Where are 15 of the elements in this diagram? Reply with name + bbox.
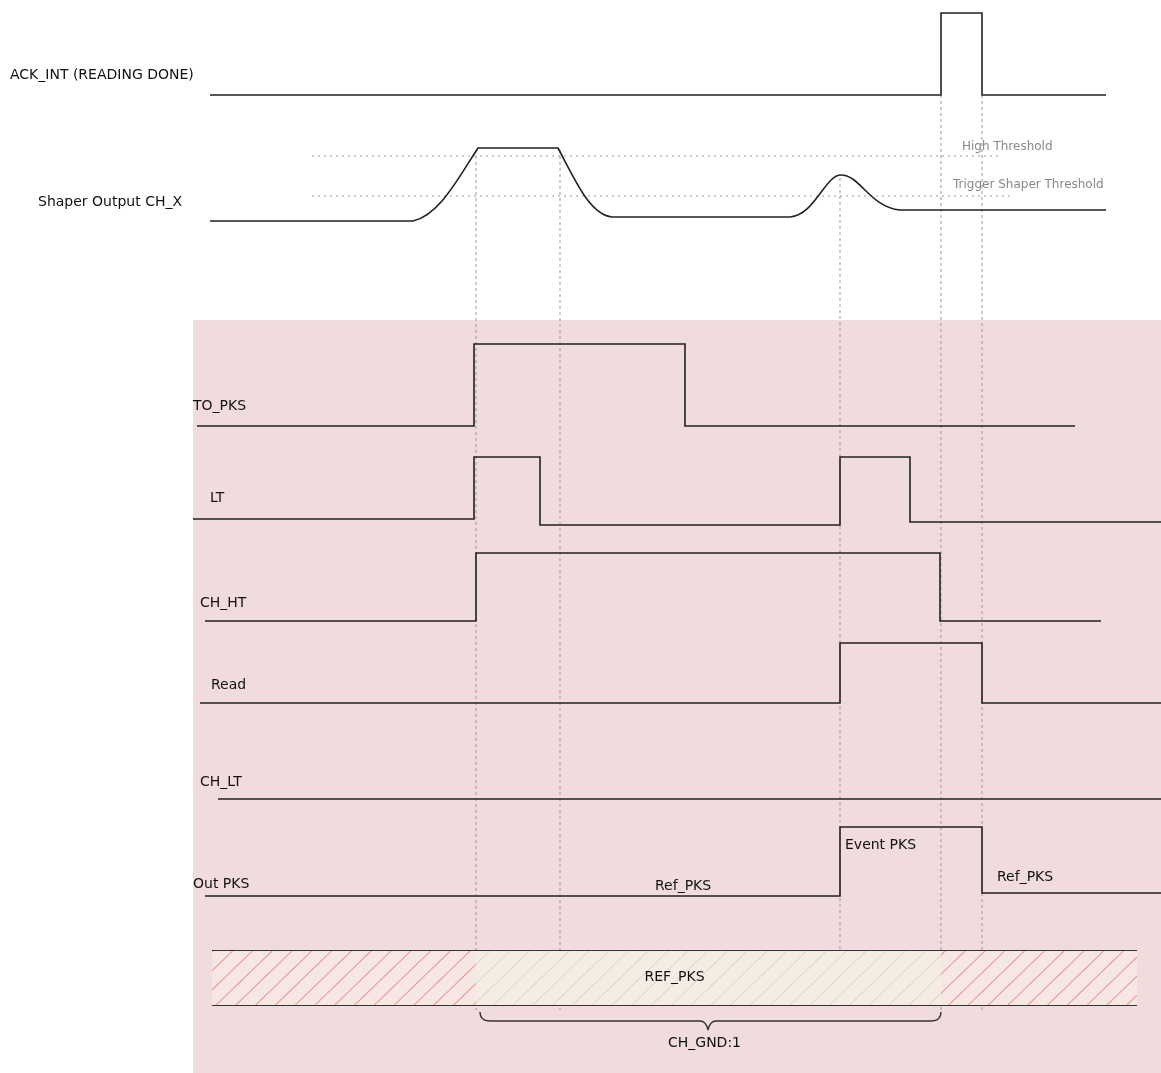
state-label: Event PKS [845,836,917,852]
hatched-band: REF_PKS [212,950,1137,1006]
signal-name: TO_PKS [193,397,247,413]
signal-name: Out PKS [193,875,250,891]
threshold-label: High Threshold [962,138,1053,154]
state-label: Ref_PKS [997,868,1054,884]
state-label: Ref_PKS [655,877,712,893]
signal-name: CH_LT [200,773,242,789]
bracket-label: CH_GND:1 [668,1034,742,1050]
signal-name: LT [210,489,225,505]
threshold-label: Trigger Shaper Threshold [953,176,1104,192]
signal-name: Read [211,676,247,692]
signal-name: ACK_INT (READING DONE) [10,66,194,82]
signal-name: Shaper Output CH_X [38,193,183,209]
signal-name: CH_HT [200,594,247,610]
